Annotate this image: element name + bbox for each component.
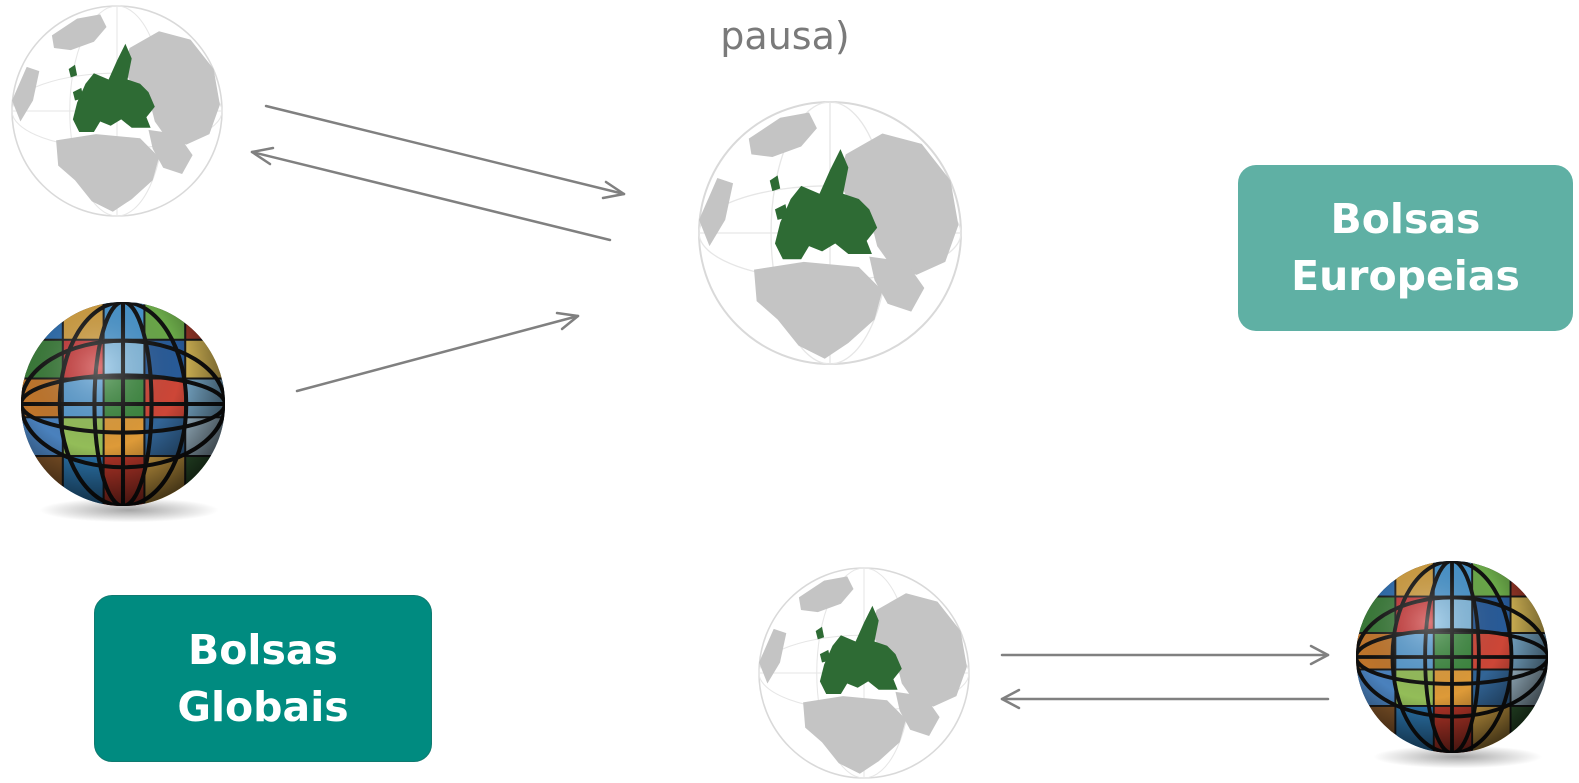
arrow-topleft-to-center — [264, 104, 626, 200]
label-bolsas-europeias: Bolsas Europeias — [1238, 165, 1573, 331]
arrow-center-to-topleft — [250, 146, 612, 242]
arrow-sphere-to-bottom-globe — [1000, 688, 1330, 710]
europe-globe-top-left-icon — [11, 5, 223, 217]
heading-fragment: pausa) — [720, 14, 850, 58]
label-bolsas-europeias-line1: Bolsas — [1330, 195, 1481, 244]
world-mosaic-sphere-bottom-right-icon — [1356, 561, 1548, 768]
label-bolsas-globais-line2: Globais — [177, 682, 349, 731]
label-bolsas-europeias-line2: Europeias — [1291, 252, 1520, 300]
arrow-bottom-globe-to-sphere — [1000, 644, 1330, 666]
europe-globe-bottom-icon — [758, 567, 970, 779]
arrow-sphere-to-center — [295, 311, 580, 393]
europe-globe-center-icon — [698, 101, 962, 365]
label-bolsas-globais: Bolsas Globais — [94, 595, 432, 762]
label-bolsas-globais-line1: Bolsas — [188, 625, 338, 674]
world-mosaic-sphere-left-icon — [21, 302, 225, 522]
